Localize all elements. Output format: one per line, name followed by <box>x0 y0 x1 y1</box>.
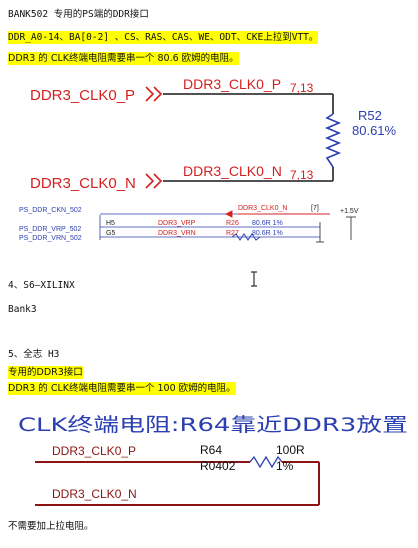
resistor-r52-icon <box>324 113 342 168</box>
net-label-p: DDR3_CLK0_P <box>30 87 135 104</box>
ref-r26: R26 <box>226 220 239 227</box>
schematic-r64: CLK终端电阻:R64靠近DDR3放置 DDR3_CLK0_P DDR3_CLK… <box>18 414 408 506</box>
section3-heading: 5、全志 H3 <box>8 349 60 360</box>
resistor-value: 80.61% <box>352 123 397 138</box>
page-ref: [7] <box>311 205 319 212</box>
net-label-n-wire: DDR3_CLK0_N <box>183 163 282 179</box>
resistor-pkg: R0402 <box>200 459 236 473</box>
schematic-r52: DDR3_CLK0_P DDR3_CLK0_N DDR3_CLK0_P DDR3… <box>30 76 397 192</box>
resistor-r27-icon <box>231 233 261 241</box>
signal-vrn: PS_DDR_VRN_502 <box>19 235 82 242</box>
pin-g5: G5 <box>106 230 115 237</box>
net-label-p: DDR3_CLK0_P <box>52 444 136 458</box>
offpage-arrow-p-icon <box>145 86 163 102</box>
resistor-tolerance: 1% <box>276 459 294 473</box>
text-cursor-icon <box>251 271 257 287</box>
offpage-arrow-n-icon <box>145 173 163 189</box>
section3-line2: DDR3 的 CLK终端电阻需要串一个 100 欧姆的电阻。 <box>8 382 236 395</box>
val-r27: 80.6R 1% <box>252 230 283 237</box>
signal-ckn: PS_DDR_CKN_502 <box>19 207 82 214</box>
net-label-p-wire: DDR3_CLK0_P <box>183 76 281 92</box>
section1-heading: BANK502 专用的PS端的DDR接口 <box>8 9 149 20</box>
schematic-vrp-vrn: PS_DDR_CKN_502 PS_DDR_VRP_502 PS_DDR_VRN… <box>19 205 359 243</box>
section2-heading: 4、S6—XILINX <box>8 280 75 291</box>
supply-label: +1.5V <box>340 208 359 215</box>
figure-title: CLK终端电阻:R64靠近DDR3放置 <box>18 414 408 436</box>
pin-h5: H5 <box>106 220 115 227</box>
section2-body: Bank3 <box>8 304 37 315</box>
footer-note: 不需要加上拉电阻。 <box>8 521 94 532</box>
net-vrp: DDR3_VRP <box>158 220 196 227</box>
resistor-value: 100R <box>276 443 305 457</box>
section3-line1: 专用的DDR3接口 <box>8 366 83 379</box>
section1-line1: DDR_A0-14、BA[0-2] 、CS、RAS、CAS、WE、ODT、CKE… <box>8 31 319 44</box>
page-ref-n: 7,13 <box>290 168 314 182</box>
section1-line2: DDR3 的 CLK终端电阻需要串一个 80.6 欧姆的电阻。 <box>8 52 239 65</box>
ref-r27: R27 <box>226 230 239 237</box>
net-vrn: DDR3_VRN <box>158 230 196 237</box>
val-r26: 80.6R 1% <box>252 220 283 227</box>
net-label-n: DDR3_CLK0_N <box>30 175 136 192</box>
net-label-n: DDR3_CLK0_N <box>52 487 137 501</box>
resistor-ref: R64 <box>200 443 222 457</box>
page-ref-p: 7,13 <box>290 81 314 95</box>
signal-vrp: PS_DDR_VRP_502 <box>19 226 81 233</box>
resistor-ref: R52 <box>358 108 382 123</box>
net-clk-n: DDR3_CLK0_N <box>238 205 287 212</box>
